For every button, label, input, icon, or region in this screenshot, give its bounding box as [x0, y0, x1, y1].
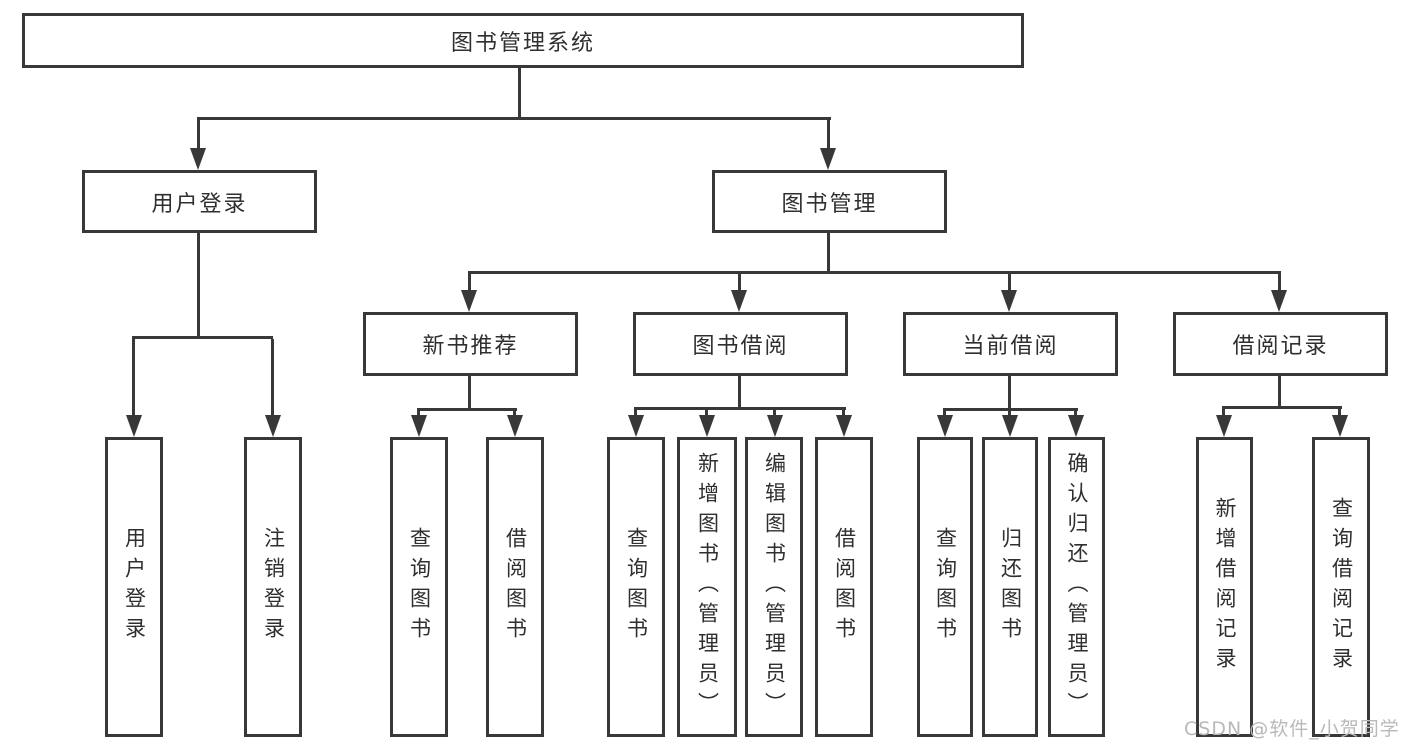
- arrow-down-icon: [411, 415, 427, 437]
- node-label: 图书管理系统: [450, 30, 595, 56]
- connector-hline: [943, 408, 1078, 411]
- leaf-logout: 注销登录: [244, 437, 302, 737]
- leaf-label: 借阅图书: [503, 527, 528, 647]
- arrow-down-icon: [731, 290, 747, 312]
- connector-vline: [827, 233, 830, 274]
- leaf-label: 用户登录: [122, 527, 147, 647]
- arrow-down-icon: [1001, 290, 1017, 312]
- connector-vline: [1222, 409, 1225, 419]
- arrow-down-icon: [126, 415, 142, 437]
- connector-vline: [1338, 409, 1341, 419]
- leaf-edit-books-admin: 编辑图书（管理员）: [745, 437, 803, 737]
- leaf-label: 借阅图书: [832, 527, 857, 647]
- connector-vline: [705, 410, 708, 419]
- connector-hline: [417, 408, 517, 411]
- node-borrow-record: 借阅记录: [1173, 312, 1388, 376]
- leaf-return-books: 归还图书: [982, 437, 1038, 737]
- leaf-newbook-borrow-books: 借阅图书: [486, 437, 544, 737]
- connector-vline: [738, 274, 741, 292]
- arrow-down-icon: [265, 415, 281, 437]
- node-label: 图书管理: [781, 191, 878, 217]
- node-label: 图书借阅: [692, 334, 789, 359]
- leaf-label: 新增借阅记录: [1213, 497, 1237, 677]
- leaf-label: 查询图书: [624, 527, 649, 647]
- node-label: 用户登录: [151, 191, 248, 217]
- connector-vline: [518, 68, 521, 120]
- csdn-watermark: CSDN @软件_小贺同学: [1184, 718, 1400, 740]
- leaf-label: 编辑图书（管理员）: [762, 452, 787, 722]
- leaf-label: 确认归还（管理员）: [1065, 452, 1089, 722]
- leaf-add-borrow-record: 新增借阅记录: [1196, 437, 1253, 737]
- node-current-borrow: 当前借阅: [903, 312, 1118, 376]
- connector-vline: [1008, 274, 1011, 292]
- connector-vline: [842, 410, 845, 419]
- arrow-down-icon: [1332, 415, 1348, 437]
- connector-vline: [132, 339, 135, 417]
- leaf-current-query-books: 查询图书: [917, 437, 973, 737]
- connector-vline: [197, 233, 200, 336]
- arrow-down-icon: [1216, 415, 1232, 437]
- leaf-user-login: 用户登录: [105, 437, 163, 737]
- leaf-borrow-query-books: 查询图书: [607, 437, 665, 737]
- arrow-down-icon: [190, 148, 206, 170]
- arrow-down-icon: [1002, 415, 1018, 437]
- leaf-label: 注销登录: [261, 527, 286, 647]
- connector-hline: [1222, 406, 1342, 409]
- connector-vline: [1278, 376, 1281, 409]
- leaf-label: 查询图书: [407, 527, 432, 647]
- node-label: 当前借阅: [962, 334, 1059, 359]
- arrow-down-icon: [836, 415, 852, 437]
- leaf-label: 查询图书: [933, 527, 958, 647]
- arrow-down-icon: [628, 415, 644, 437]
- connector-vline: [1278, 274, 1281, 292]
- arrow-down-icon: [699, 415, 715, 437]
- leaf-query-borrow-record: 查询借阅记录: [1312, 437, 1370, 737]
- connector-hline: [468, 271, 1281, 274]
- connector-vline: [1008, 376, 1011, 411]
- node-label: 新书推荐: [422, 334, 519, 359]
- connector-vline: [197, 120, 200, 152]
- arrow-down-icon: [767, 415, 783, 437]
- node-library-system: 图书管理系统: [22, 13, 1024, 68]
- node-book-management: 图书管理: [712, 170, 947, 233]
- leaf-label: 新增图书（管理员）: [695, 452, 720, 722]
- leaf-label: 查询借阅记录: [1329, 497, 1354, 677]
- node-book-borrow: 图书借阅: [633, 312, 848, 376]
- connector-vline: [773, 410, 776, 419]
- connector-hline: [132, 336, 273, 339]
- leaf-confirm-return-admin: 确认归还（管理员）: [1048, 437, 1105, 737]
- connector-vline: [271, 339, 274, 417]
- arrow-down-icon: [1068, 415, 1084, 437]
- connector-vline: [827, 120, 830, 152]
- leaf-newbook-query-books: 查询图书: [390, 437, 448, 737]
- connector-hline: [197, 117, 831, 120]
- arrow-down-icon: [820, 148, 836, 170]
- node-label: 借阅记录: [1232, 334, 1329, 359]
- node-user-login: 用户登录: [82, 170, 317, 233]
- arrow-down-icon: [461, 290, 477, 312]
- arrow-down-icon: [937, 415, 953, 437]
- connector-vline: [738, 376, 741, 410]
- node-new-book-recommend: 新书推荐: [363, 312, 578, 376]
- connector-hline: [634, 407, 846, 410]
- arrow-down-icon: [1271, 290, 1287, 312]
- arrow-down-icon: [507, 415, 523, 437]
- leaf-add-books-admin: 新增图书（管理员）: [677, 437, 737, 737]
- leaf-borrow-books: 借阅图书: [815, 437, 873, 737]
- leaf-label: 归还图书: [998, 527, 1023, 647]
- connector-vline: [468, 376, 471, 411]
- connector-vline: [468, 274, 471, 292]
- connector-vline: [634, 410, 637, 419]
